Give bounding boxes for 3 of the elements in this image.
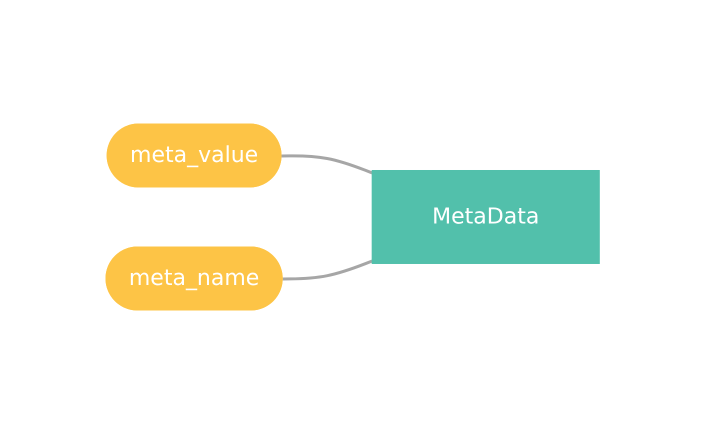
connector (281, 154, 373, 174)
connector (282, 260, 373, 280)
node-box: MetaData (372, 170, 600, 264)
